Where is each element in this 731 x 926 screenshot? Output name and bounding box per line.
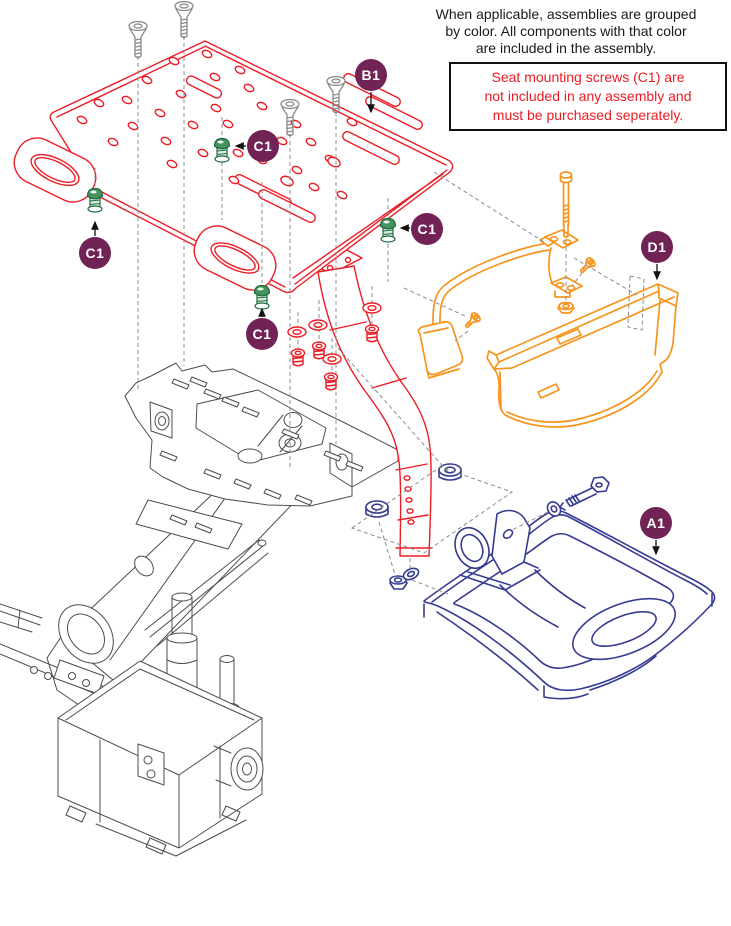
basket-assembly-d1 bbox=[417, 171, 679, 428]
warning-line: must be purchased seperately. bbox=[492, 107, 684, 123]
note-line: are included in the assembly. bbox=[475, 40, 657, 56]
callout-c1-top: C1 bbox=[247, 130, 279, 162]
note-text: When applicable, assemblies are grouped … bbox=[408, 6, 724, 57]
callout-c1-right: C1 bbox=[411, 213, 443, 245]
seat-plate-assembly-b1 bbox=[13, 40, 454, 557]
note-line: When applicable, assemblies are grouped bbox=[435, 6, 697, 22]
callout-b1: B1 bbox=[355, 59, 387, 91]
base-assembly-a1 bbox=[365, 463, 716, 700]
callout-c1-left: C1 bbox=[79, 237, 111, 269]
warning-line: not included in any assembly and bbox=[484, 88, 692, 104]
lift-mechanism bbox=[0, 362, 399, 857]
callout-a1: A1 bbox=[640, 507, 672, 539]
warning-line: Seat mounting screws (C1) are bbox=[491, 69, 685, 85]
callout-arrows bbox=[91, 92, 661, 556]
note-line: by color. All components with that color bbox=[445, 23, 687, 39]
callout-c1-bottom: C1 bbox=[246, 318, 278, 350]
warning-box: Seat mounting screws (C1) are not includ… bbox=[449, 62, 727, 131]
callout-d1: D1 bbox=[641, 231, 673, 263]
